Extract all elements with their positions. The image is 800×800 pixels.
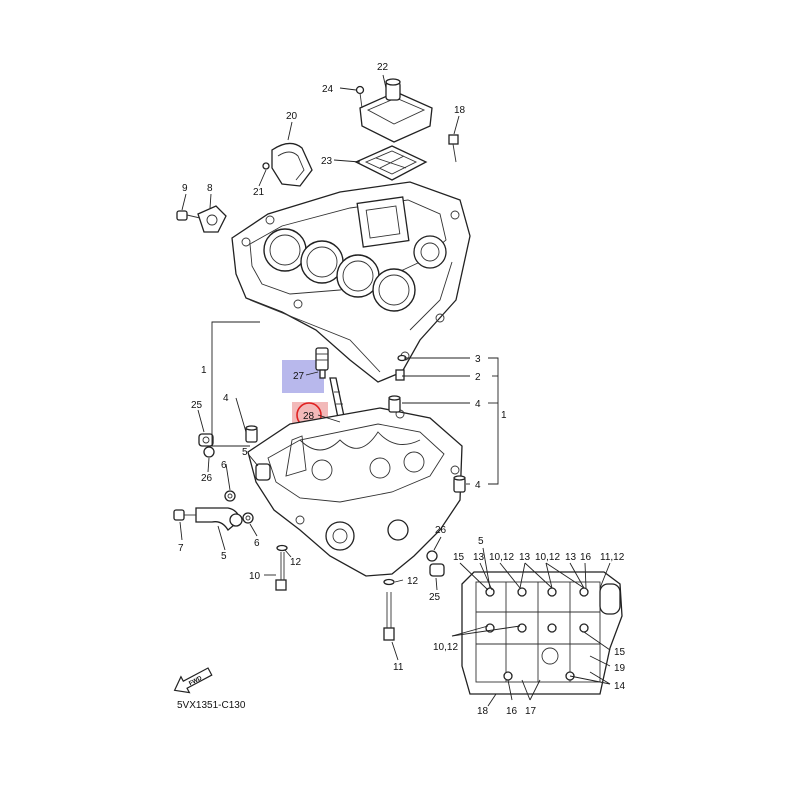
- callout-25-right[interactable]: 25: [429, 592, 441, 603]
- dowel-4-right: [453, 475, 466, 493]
- plug-8: [197, 205, 227, 233]
- callout-28[interactable]: 28: [303, 411, 315, 422]
- callout-12-center[interactable]: 12: [407, 576, 419, 587]
- callout-13-inset-b[interactable]: 13: [519, 552, 531, 563]
- callout-18-top[interactable]: 18: [454, 105, 466, 116]
- callout-5-lower[interactable]: 5: [221, 551, 227, 562]
- breather-cover: [359, 78, 433, 143]
- callout-19[interactable]: 19: [614, 663, 626, 674]
- callout-9[interactable]: 9: [182, 183, 188, 194]
- callout-27[interactable]: 27: [293, 371, 305, 382]
- callout-17[interactable]: 17: [525, 706, 537, 717]
- cover-20: [262, 142, 313, 187]
- callout-4-mid[interactable]: 4: [475, 399, 481, 410]
- callout-7[interactable]: 7: [178, 543, 184, 554]
- callout-labels: 24 22 18 20 23 21 9 8 1 27 28 4 3 2 4 1 …: [178, 62, 626, 717]
- fwd-arrow-icon: FWD: [173, 667, 213, 694]
- callout-4-left[interactable]: 4: [223, 393, 229, 404]
- callout-5-inset[interactable]: 5: [478, 536, 484, 547]
- callout-4-right[interactable]: 4: [475, 480, 481, 491]
- bolt-9: [176, 210, 201, 221]
- callout-11-12-inset[interactable]: 11,12: [600, 552, 625, 563]
- callout-23[interactable]: 23: [321, 156, 333, 167]
- callout-6-upper[interactable]: 6: [221, 460, 227, 471]
- dowel-4-left: [245, 425, 258, 443]
- callout-14[interactable]: 14: [614, 681, 626, 692]
- callout-21[interactable]: 21: [253, 187, 265, 198]
- callout-16-bottom[interactable]: 16: [506, 706, 518, 717]
- callout-2[interactable]: 2: [475, 372, 481, 383]
- callout-13-inset-c[interactable]: 13: [565, 552, 577, 563]
- callout-10-12-inset-left[interactable]: 10,12: [433, 642, 458, 653]
- bolt-11: [383, 592, 395, 641]
- gasket-26-right: [426, 550, 438, 562]
- callout-10-12-inset-b[interactable]: 10,12: [535, 552, 560, 563]
- bolt-18-top: [448, 134, 459, 163]
- bolt-10: [275, 552, 287, 591]
- callout-8[interactable]: 8: [207, 183, 213, 194]
- callout-15-inset-top[interactable]: 15: [453, 552, 465, 563]
- callout-10[interactable]: 10: [249, 571, 261, 582]
- callout-18-bottom[interactable]: 18: [477, 706, 489, 717]
- callout-1-left[interactable]: 1: [201, 365, 207, 376]
- gasket-26-left: [203, 446, 215, 458]
- washer-12: [276, 544, 288, 552]
- crankcase-bottom-view: [461, 571, 623, 695]
- callout-13-inset-a[interactable]: 13: [473, 552, 485, 563]
- washer-6-lower: [242, 512, 254, 524]
- bolt-24: [355, 85, 365, 109]
- plug-25-right: [429, 563, 445, 577]
- rear-plug-5: [255, 463, 271, 481]
- dipstick-27: [315, 347, 329, 379]
- callout-10-12-inset-a[interactable]: 10,12: [489, 552, 514, 563]
- callout-15-inset-right[interactable]: 15: [614, 647, 626, 658]
- washer-6-upper: [224, 490, 236, 502]
- callout-26-right[interactable]: 26: [435, 525, 447, 536]
- callout-5-upper[interactable]: 5: [242, 447, 248, 458]
- callout-20[interactable]: 20: [286, 111, 298, 122]
- callout-1-right[interactable]: 1: [501, 410, 507, 421]
- diagram-code: 5VX1351-C130: [177, 700, 246, 711]
- callout-25-left[interactable]: 25: [191, 400, 203, 411]
- callout-3[interactable]: 3: [475, 354, 481, 365]
- callout-24[interactable]: 24: [322, 84, 334, 95]
- callout-12[interactable]: 12: [290, 557, 302, 568]
- callout-6-lower[interactable]: 6: [254, 538, 260, 549]
- breather-gasket: [354, 145, 428, 181]
- callout-22[interactable]: 22: [377, 62, 389, 73]
- callout-16-inset-top[interactable]: 16: [580, 552, 592, 563]
- dowel-4-mid: [388, 395, 401, 413]
- callout-11[interactable]: 11: [393, 662, 404, 673]
- pipe-5: [195, 507, 243, 531]
- plug-25-left: [198, 433, 214, 447]
- callout-26-left[interactable]: 26: [201, 473, 213, 484]
- leader-lines: [179, 74, 611, 707]
- washer-12-center: [383, 578, 395, 586]
- upper-crankcase: [231, 181, 471, 383]
- bolt-2: [395, 369, 405, 381]
- bolt-7: [173, 509, 196, 521]
